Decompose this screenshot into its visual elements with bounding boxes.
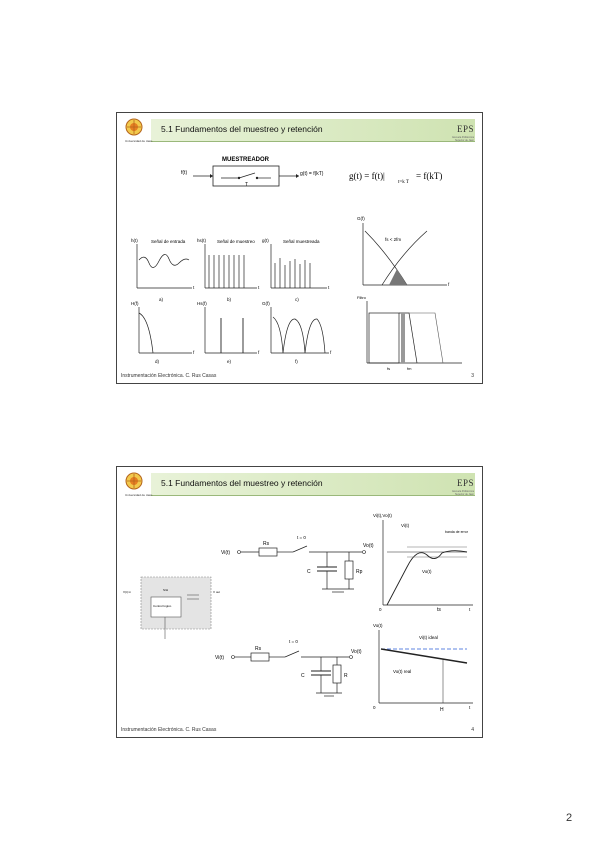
axis-bottom-label: Vo(t) <box>373 623 383 628</box>
slide-title: 5.1 Fundamentos del muestreo y retención <box>161 478 323 488</box>
logo-label: Universidad de Jaén <box>125 139 153 143</box>
label-d: d) <box>155 359 160 364</box>
hs-t-label: hs(t) <box>197 238 207 243</box>
circuit-bottom: Vi(t) Rs t = 0 C R Vo(t) <box>215 639 362 697</box>
vi-curve-label: Vi(t) <box>401 523 410 528</box>
slide-3: Universidad de Jaén 5.1 Fundamentos del … <box>116 112 483 384</box>
senal-muestreo-label: Señal de muestreo <box>217 239 255 244</box>
formula: g(t) = f(t)| <box>349 171 385 181</box>
G-f2-label: G(f) <box>262 301 270 306</box>
g-out-label: g(t) = f(kT) <box>300 171 324 177</box>
vo-bottom-label: Vo(t) <box>351 649 362 655</box>
slide-page-number: 4 <box>471 727 474 733</box>
zero-top: 0 <box>379 607 382 612</box>
t-axis-bottom: t <box>469 705 471 710</box>
Hs-f-label: Hs(f) <box>197 301 207 306</box>
t0-bottom-label: t = 0 <box>289 639 298 644</box>
plot-droop: Vo(t) Vi(t) ideal Vo(t) real 0 H t <box>373 623 473 713</box>
h-t-label: h(t) <box>131 238 138 243</box>
eps-text: EPS <box>456 124 474 134</box>
sh-box-label: Control lógico <box>153 604 172 608</box>
label-a: a) <box>159 297 164 302</box>
plot-Hf: H(f) f d) <box>131 301 195 364</box>
t-axis-top: t <box>469 607 471 612</box>
slide-title: 5.1 Fundamentos del muestreo y retención <box>161 124 323 134</box>
vi-top-label: Vi(t) <box>221 550 230 556</box>
zero-bottom: 0 <box>373 705 376 710</box>
eps-sub: Escuela Politécnica Superior de Jaén <box>452 136 474 142</box>
slide-4-figures: Control lógico S/H V(t) in V out Vi(t) R… <box>123 513 473 713</box>
plot-muestreo: hs(t) Señal de muestreo t b) <box>197 238 260 302</box>
c-top-label: C <box>307 569 311 575</box>
slide-3-figures: MUESTREADOR f(t) g(t) = f(kT) T g(t) = f… <box>131 157 462 371</box>
vi-ideal-label: Vi(t) ideal <box>419 635 438 640</box>
senal-muestreada-label: Señal muestreada <box>283 239 320 244</box>
label-b: b) <box>227 297 232 302</box>
rs-top-label: Rs <box>263 541 270 547</box>
f-axis-d: f <box>193 350 195 355</box>
c-bottom-label: C <box>301 673 305 679</box>
eps-text: EPS <box>456 478 474 488</box>
formula-sub: t=k T <box>398 180 409 185</box>
slide-page-number: 3 <box>471 373 474 379</box>
t-axis-a: t <box>193 285 195 290</box>
sh-out-label: V out <box>213 590 220 594</box>
formula-rhs: = f(kT) <box>416 171 442 181</box>
slide-footer: Instrumentación Electrónica. C. Rus Casa… <box>121 373 217 379</box>
t0-top-label: t = 0 <box>297 535 306 540</box>
vi-bottom-label: Vi(t) <box>215 655 224 661</box>
logo-label: Universidad de Jaén <box>125 493 153 497</box>
label-c: c) <box>295 297 299 302</box>
ts-label: ts <box>437 607 441 613</box>
banda-label: banda de error <box>445 530 469 534</box>
eps-logo: EPS Escuela Politécnica Superior de Jaén <box>448 119 474 142</box>
sh-hold-label: S/H <box>163 588 168 592</box>
f-in-label: f(t) <box>181 170 187 176</box>
f-axis-f: f <box>330 350 332 355</box>
rp-top-label: Rp <box>356 569 363 575</box>
r-bottom-label: R <box>344 673 348 679</box>
vo-curve-label: Vo(t) <box>422 569 432 574</box>
plot-entrada: h(t) Señal de entrada t a) <box>131 238 195 302</box>
label-f: f) <box>295 359 298 364</box>
plot-aliasing: G(f) fs < 2fm f <box>357 216 450 287</box>
vo-real-label: Vo(t) real <box>393 669 411 674</box>
rs-bottom-label: Rs <box>255 646 262 652</box>
slide-footer: Instrumentación Electrónica. C. Rus Casa… <box>121 727 217 733</box>
slide-4: Universidad de Jaén 5.1 Fundamentos del … <box>116 466 483 738</box>
g-t-label: g(t) <box>262 238 269 243</box>
university-logo: Universidad de Jaén <box>123 471 152 497</box>
fs-label: fs <box>387 366 390 371</box>
filter-title: Filtro <box>357 295 367 300</box>
vo-top-label: Vo(t) <box>363 543 374 549</box>
switch-t-label: T <box>245 182 248 188</box>
t-axis-c: t <box>328 285 330 290</box>
f-axis-e: f <box>258 350 260 355</box>
title-band <box>151 473 475 496</box>
plot-Gf-spectrum: G(f) f f) <box>262 301 332 364</box>
G-f-label: G(f) <box>357 216 365 221</box>
eps-logo: EPS Escuela Politécnica Superior de Jaén <box>448 473 474 496</box>
page-number: 2 <box>566 812 573 824</box>
circuit-top: Vi(t) Rs t = 0 C Rp Vo(t) <box>221 535 374 593</box>
t-axis-b: t <box>258 285 260 290</box>
plot-filter: Filtro fs fm <box>357 295 462 371</box>
plot-Hs: Hs(f) f e) <box>197 301 260 364</box>
title-band <box>151 119 475 142</box>
plot-muestreada: g(t) Señal muestreada t c) <box>262 238 330 302</box>
sh-block-diagram: Control lógico S/H V(t) in V out <box>123 576 220 639</box>
label-e: e) <box>227 359 232 364</box>
fm-label: fm <box>407 366 412 371</box>
fs-cond-label: fs < 2fm <box>385 237 401 242</box>
axis-top-label: Vi(t),Vo(t) <box>373 513 392 518</box>
muestreador-label: MUESTREADOR <box>222 157 270 163</box>
sh-in-label: V(t) in <box>123 590 131 594</box>
f-axis-aliasing: f <box>448 282 450 287</box>
plot-response-top: Vi(t),Vo(t) Vi(t) Vo(t) banda de error 0… <box>373 513 473 613</box>
senal-entrada-label: Señal de entrada <box>151 239 186 244</box>
H-label: H <box>440 707 444 713</box>
H-f-label: H(f) <box>131 301 139 306</box>
university-logo: Universidad de Jaén <box>123 117 152 143</box>
eps-sub: Escuela Politécnica Superior de Jaén <box>452 490 474 496</box>
